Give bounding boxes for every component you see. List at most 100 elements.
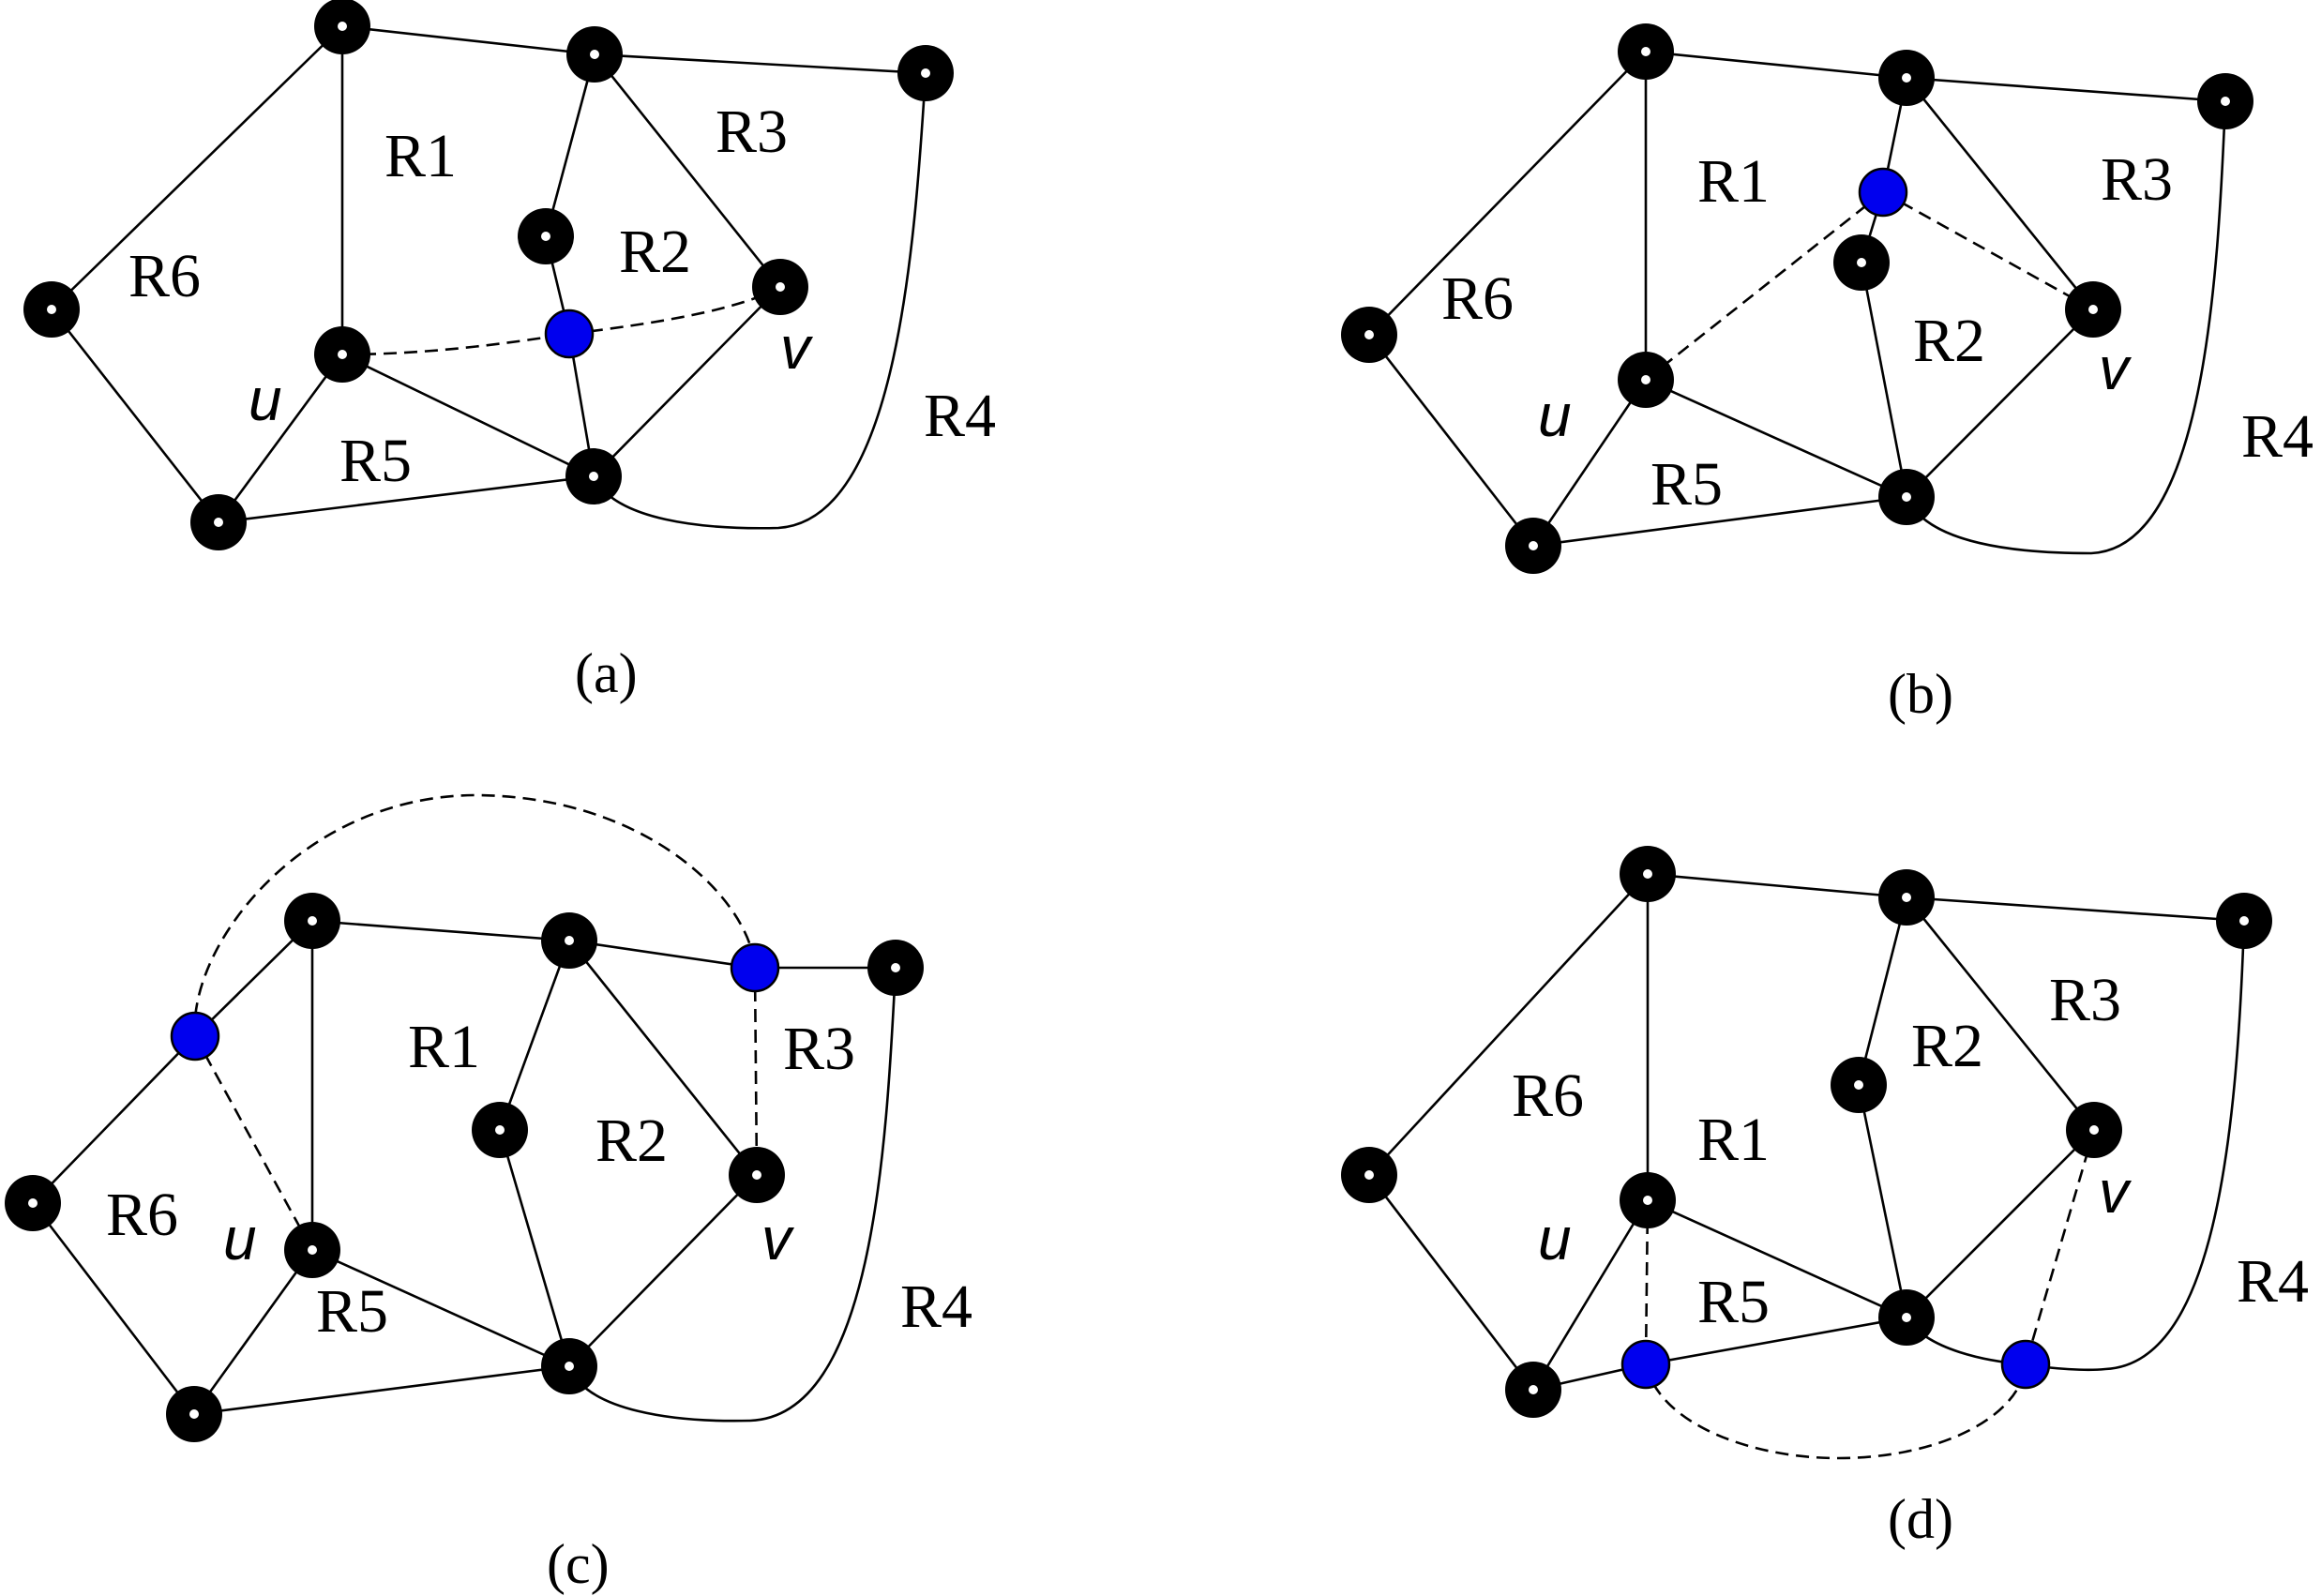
- edge: [311, 1248, 570, 1368]
- vertex: [1878, 50, 1935, 106]
- vertex: [541, 912, 597, 969]
- vertex: [1505, 518, 1561, 574]
- region-label-r1: R1: [1697, 1106, 1770, 1174]
- edge: [1645, 50, 1907, 80]
- vertices: [1341, 23, 2253, 574]
- region-label-r5: R5: [316, 1277, 388, 1346]
- labels: R1 R2 R3 R4 R5 R6 u v (b): [1441, 145, 2313, 725]
- edge: [1647, 1198, 1907, 1319]
- vertex: [897, 45, 954, 101]
- vertex-label-u: u: [249, 366, 282, 433]
- vertex: [1341, 307, 1397, 363]
- edge: [593, 286, 781, 477]
- vertex: [190, 494, 247, 550]
- edge: [32, 1035, 196, 1204]
- vertex-label-v: v: [2099, 1158, 2133, 1226]
- edge: [1905, 77, 2095, 310]
- edge: [311, 919, 570, 942]
- edge: [567, 967, 897, 1423]
- region-label-r2: R2: [619, 218, 691, 286]
- dashed-edge: [341, 332, 570, 356]
- region-label-r2: R2: [595, 1107, 668, 1175]
- edge: [1368, 873, 1649, 1176]
- vertex-u: [314, 326, 370, 383]
- edge: [592, 72, 927, 530]
- edge: [568, 939, 756, 970]
- dashed-edge: [1644, 1363, 2027, 1460]
- vertex: [518, 208, 574, 264]
- vertex-label-u: u: [1538, 1205, 1572, 1272]
- edge: [1532, 495, 1907, 548]
- panel-b: R1 R2 R3 R4 R5 R6 u v (b): [1341, 23, 2313, 725]
- region-label-r6: R6: [1512, 1061, 1584, 1130]
- vertex: [472, 1102, 528, 1158]
- panel-c: R1 R2 R3 R4 R5 R6 u v (c): [5, 793, 972, 1595]
- vertex-label-v: v: [780, 314, 814, 382]
- vertex: [1833, 234, 1890, 291]
- vertex: [1618, 23, 1674, 80]
- edge: [218, 474, 595, 524]
- vertex: [314, 0, 370, 54]
- edge: [50, 309, 220, 523]
- region-label-r5: R5: [1650, 450, 1723, 519]
- region-label-r4: R4: [900, 1272, 972, 1341]
- inserted-vertex: [1620, 1339, 1671, 1390]
- edge: [1860, 262, 1908, 498]
- edge: [341, 353, 595, 478]
- region-label-r1: R1: [1697, 147, 1770, 216]
- caption-a: (a): [575, 642, 638, 704]
- vertex: [2197, 73, 2253, 129]
- inserted-vertex: [1858, 167, 1908, 218]
- edges: [1367, 50, 2227, 555]
- vertex: [1505, 1362, 1561, 1418]
- region-label-r3: R3: [2049, 966, 2121, 1034]
- vertex: [1341, 1147, 1397, 1203]
- edge: [2025, 920, 2246, 1372]
- vertices: [1341, 846, 2272, 1418]
- vertex: [2066, 1102, 2122, 1158]
- vertex: [566, 26, 623, 83]
- vertex: [5, 1175, 61, 1231]
- caption-d: (d): [1888, 1488, 1953, 1550]
- region-label-r6: R6: [1441, 264, 1514, 333]
- vertices: [5, 893, 924, 1442]
- region-label-r1: R1: [384, 122, 457, 190]
- vertex-label-v: v: [761, 1205, 795, 1272]
- vertex: [541, 1338, 597, 1394]
- vertex: [565, 448, 622, 504]
- vertex-label-u: u: [1538, 382, 1572, 449]
- region-label-r4: R4: [2241, 402, 2313, 471]
- edge: [567, 940, 759, 1176]
- vertex: [729, 1147, 785, 1203]
- panel-a: R1 R2 R3 R4 R5 R6 u v (a): [23, 0, 996, 704]
- vertex: [752, 259, 808, 315]
- edge: [594, 53, 927, 75]
- dashed-edge: [753, 967, 759, 1176]
- vertices: [23, 0, 954, 550]
- region-label-r5: R5: [1697, 1268, 1770, 1336]
- edge: [193, 1364, 570, 1416]
- edge: [341, 24, 595, 56]
- edge: [1645, 378, 1907, 499]
- dashed-edge: [568, 285, 781, 336]
- region-label-r3: R3: [2101, 145, 2173, 214]
- edge: [1905, 100, 2227, 555]
- edge: [593, 53, 782, 288]
- dashed-edge: [193, 793, 757, 1037]
- vertex: [284, 893, 340, 949]
- edges: [31, 793, 897, 1423]
- region-label-r4: R4: [924, 382, 996, 450]
- region-label-r6: R6: [128, 242, 201, 310]
- vertex-label-u: u: [223, 1205, 257, 1272]
- region-label-r2: R2: [1911, 1012, 1983, 1080]
- region-label-r3: R3: [716, 98, 788, 166]
- labels: R1 R2 R3 R4 R5 R6 u v (a): [128, 98, 996, 704]
- vertex-label-v: v: [2099, 335, 2133, 402]
- edge: [1531, 1199, 1650, 1391]
- edge: [31, 1202, 196, 1415]
- caption-b: (b): [1888, 663, 1953, 725]
- labels: R1 R2 R3 R4 R5 R6 u v (d): [1512, 966, 2309, 1550]
- region-label-r2: R2: [1913, 307, 1985, 375]
